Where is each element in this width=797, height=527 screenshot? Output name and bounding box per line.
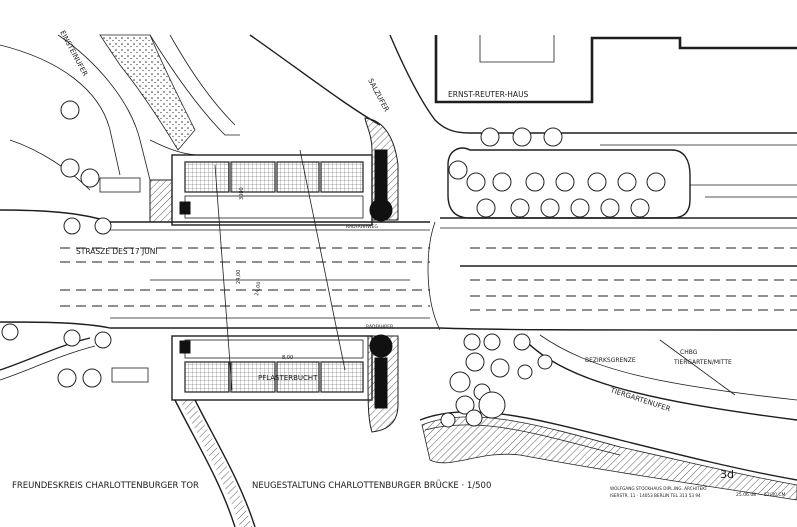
footer-left-text: FREUNDESKREIS CHARLOTTENBURGER TOR xyxy=(12,481,199,491)
tree-symbols xyxy=(1,100,666,428)
dimension-road-2: 24,00 xyxy=(254,281,262,296)
pflasterbucht-label: PFLASTERBUCHT xyxy=(258,374,318,382)
ernst-reuter-haus-building: ERNST-REUTER-HAUS xyxy=(434,35,797,104)
architect-line-2: ISERSTR. 11 · 14053 BERLIN TEL 313 53 94 xyxy=(610,493,701,498)
strasse-des-17-juni: STRASZE DES 17 JUNI RADFAHRWEG RADFAHRER… xyxy=(0,149,797,391)
salzufer-label: SALZUFER xyxy=(366,77,390,113)
strasse-label: STRASZE DES 17 JUNI xyxy=(76,247,158,256)
tiergarten-mitte-label: TIERGARTEN/MITTE xyxy=(673,359,732,366)
footer-title: NEUGESTALTUNG CHARLOTTENBURGER BRÜCKE · … xyxy=(252,480,491,491)
scale-note: 52/30 CM xyxy=(764,492,786,498)
dimension-lower: 8,00 xyxy=(282,355,293,361)
tiergartenufer-label: TIERGARTENUFER xyxy=(608,386,671,413)
upper-bridge-deck: 3000 xyxy=(149,117,399,226)
lower-bridge-deck: PFLASTERBUCHT 8,00 xyxy=(171,334,399,433)
radfahrer-label: RADFAHRER xyxy=(366,324,393,330)
architect-line-1: WOLFGANG STOCKHAUS DIPL.ING. ARCHITEKT xyxy=(610,486,708,491)
drawing-date: 25.06.08 xyxy=(736,492,756,498)
bezirksgrenze-label: BEZIRKSGRENZE xyxy=(585,357,636,364)
dimension-upper: 3000 xyxy=(239,187,245,200)
title-block: FREUNDESKREIS CHARLOTTENBURGER TOR NEUGE… xyxy=(12,468,786,498)
radfahrweg-label: RADFAHRWEG xyxy=(346,224,378,230)
lower-embankments: BEZIRKSGRENZE CHBG TIERGARTEN/MITTE TIER… xyxy=(0,334,797,527)
ernst-reuter-haus-label: ERNST-REUTER-HAUS xyxy=(448,90,529,99)
sheet-number: 3d xyxy=(720,468,734,481)
dimension-road-1: 24,00 xyxy=(236,270,242,284)
traffic-island xyxy=(447,147,691,219)
chbg-label: CHBG xyxy=(680,349,698,356)
